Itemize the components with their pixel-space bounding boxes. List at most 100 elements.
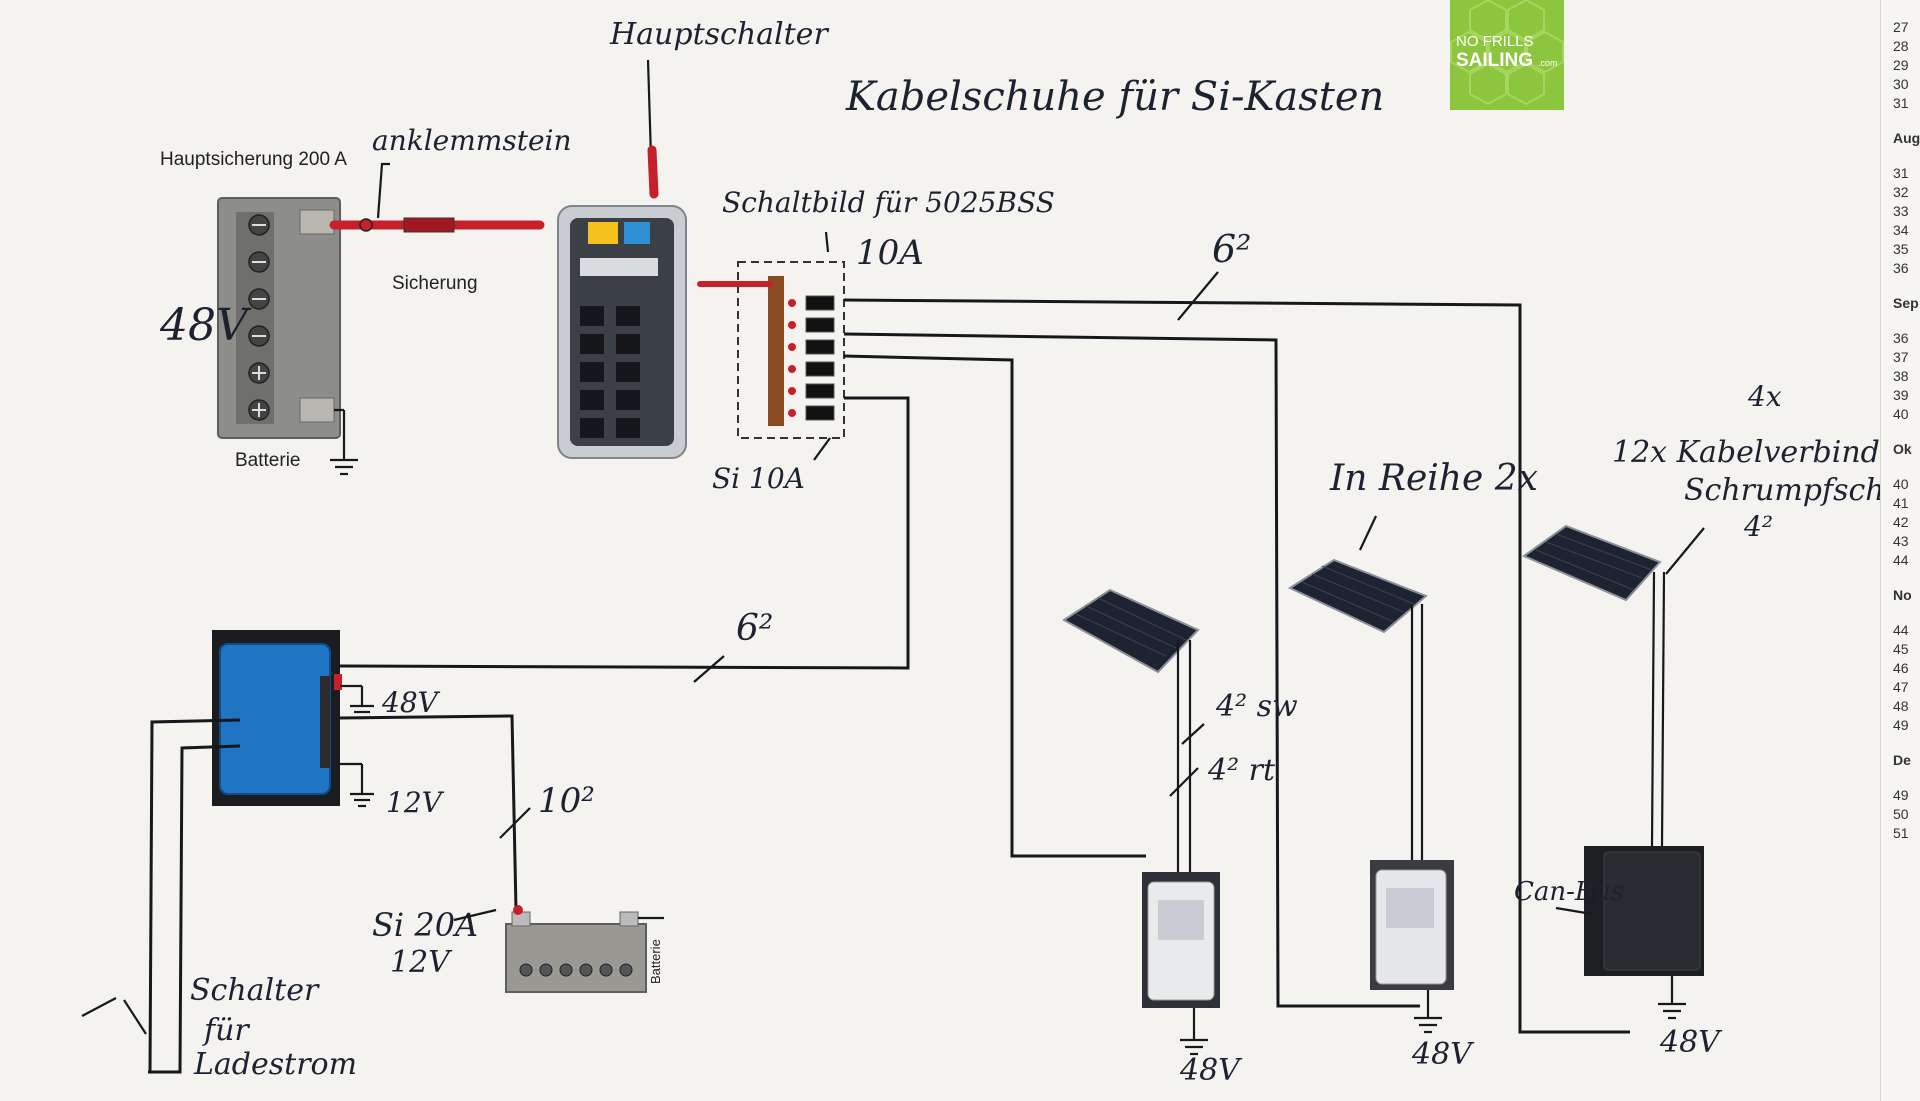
si-10a-leader: [813, 437, 831, 461]
calendar-entry: 34: [1893, 222, 1909, 238]
battery-12v-label: Batterie: [648, 939, 663, 984]
calendar-entry: 31: [1893, 95, 1909, 111]
battery-12v-terminal: [513, 905, 523, 915]
calendar-entry: 51: [1893, 825, 1909, 841]
si20a-label: Si 20A: [372, 906, 478, 944]
controller-1-voltage: 48V: [1179, 1053, 1243, 1088]
schalter-label-2: für: [202, 1013, 250, 1048]
solar-panel-2: [1287, 558, 1428, 634]
calendar-entry: 48: [1893, 698, 1909, 714]
calendar-entry: 33: [1893, 203, 1909, 219]
hauptsicherung-label: Hauptsicherung 200 A: [160, 149, 347, 170]
calendar-entry: 45: [1893, 641, 1909, 657]
calendar-entry: 31: [1893, 165, 1909, 181]
wiring-diagram: 48V Batterie Hauptsicherung 200 A anklem…: [81, 17, 1880, 1088]
battery-ground-symbol: [330, 408, 358, 476]
calendar-entry: 42: [1893, 514, 1909, 530]
controller-3-ground: [1658, 976, 1686, 1020]
battery-label: Batterie: [235, 450, 300, 471]
wire-mid-tick: [693, 655, 725, 683]
wire-4sw-label: 4² sw: [1215, 689, 1298, 724]
logo-suffix: .com: [1538, 58, 1558, 68]
kabelverbinder-arrow: [1665, 527, 1705, 575]
kabelverbinder-label-1: 12x Kabelverbinder: [1612, 435, 1880, 470]
kabelschuhe-label: Kabelschuhe für Si-Kasten: [845, 74, 1384, 120]
wire-4rt-tick: [1169, 767, 1199, 797]
fuse-box: [557, 205, 687, 459]
kabelverbinder-label-3: 4²: [1743, 510, 1773, 543]
calendar-entry: 30: [1893, 76, 1909, 92]
wire-top-size: 6²: [1212, 227, 1251, 271]
anklemmstein-label: anklemmstein: [372, 124, 572, 157]
dc-dc-converter: [212, 630, 342, 806]
charge-controller-2: [1370, 860, 1454, 990]
calendar-entry: 44: [1893, 622, 1909, 638]
busbar-schematic: [697, 261, 845, 439]
calendar-entry: 32: [1893, 184, 1909, 200]
wire-10-size: 10²: [538, 781, 595, 821]
schalter-label-1: Schalter: [190, 973, 320, 1008]
panel-1-leads: [1176, 640, 1192, 880]
calendar-entry: 38: [1893, 368, 1909, 384]
battery-voltage-label: 48V: [159, 300, 252, 351]
in-reihe-label: In Reihe 2x: [1329, 458, 1538, 499]
calendar-entry: 44: [1893, 552, 1909, 568]
controller-3-voltage: 48V: [1659, 1025, 1723, 1060]
battery-48v: [217, 197, 341, 439]
calendar-entry: 50: [1893, 806, 1909, 822]
calendar-entry: 36: [1893, 330, 1909, 346]
si20a-voltage: 12V: [390, 945, 453, 980]
switch-loop-left: [148, 718, 241, 1073]
si20a-arrow: [453, 908, 497, 922]
controller-1-ground: [1180, 1008, 1208, 1056]
solar-panel-1: [1062, 588, 1200, 674]
four-x-label: 4x: [1747, 380, 1782, 413]
switch-lever: [123, 999, 147, 1035]
switch-loop-right: [148, 744, 241, 1074]
calendar-entry: 40: [1893, 476, 1909, 492]
converter-48v-ground: [340, 684, 374, 720]
calendar-entry: No: [1893, 587, 1912, 603]
switch-arrow: [81, 997, 117, 1017]
wire-4rt-label: 4² rt: [1207, 753, 1276, 788]
converter-12v-label: 12V: [386, 786, 445, 819]
wire-12v-output: [339, 714, 518, 911]
calendar-entry: 39: [1893, 387, 1909, 403]
calendar-entry: Ok: [1893, 441, 1912, 457]
calendar-entry: 36: [1893, 260, 1909, 276]
wire-run-controller-3: [843, 298, 1630, 1034]
hauptsicherung-leader: [376, 162, 390, 219]
calendar-entry: 46: [1893, 660, 1909, 676]
panel-2-leads: [1410, 604, 1424, 864]
wire-run-converter: [339, 396, 910, 670]
calendar-entry: 27: [1893, 19, 1909, 35]
sicherung-label: Sicherung: [392, 273, 478, 294]
schaltbild-label: Schaltbild für 5025BSS: [722, 186, 1055, 219]
fuse-terminal: [359, 218, 373, 232]
kabelverbinder-label-2: Schrumpfschlauch: [1684, 473, 1880, 508]
calendar-entry: Aug: [1893, 130, 1920, 146]
calendar-entry: 43: [1893, 533, 1909, 549]
main-fuse: [403, 217, 455, 233]
schalter-label-3: Ladestrom: [193, 1047, 357, 1082]
fuse-10a-label: 10A: [856, 233, 924, 273]
schaltbild-arrow: [824, 231, 830, 253]
can-bus-wire: [1555, 906, 1593, 916]
calendar-entry: De: [1893, 752, 1911, 768]
converter-48v-label: 48V: [381, 686, 441, 719]
panel-3-leads: [1650, 571, 1666, 847]
si-10a-label: Si 10A: [712, 462, 805, 495]
wire-run-controller-2: [843, 332, 1420, 1008]
controller-2-voltage: 48V: [1411, 1037, 1475, 1072]
battery-12v: [505, 911, 647, 993]
calendar-entry: 40: [1893, 406, 1909, 422]
no-frills-sailing-logo: NO FRILLS SAILING .com: [1450, 0, 1564, 110]
logo-line-1: NO FRILLS: [1456, 33, 1534, 50]
controller-2-ground: [1414, 990, 1442, 1034]
charge-controller-3: [1584, 846, 1704, 976]
calendar-entry: 28: [1893, 38, 1909, 54]
logo-line-2: SAILING: [1456, 50, 1533, 71]
calendar-entry: 47: [1893, 679, 1909, 695]
wire-top-tick: [1177, 271, 1219, 321]
